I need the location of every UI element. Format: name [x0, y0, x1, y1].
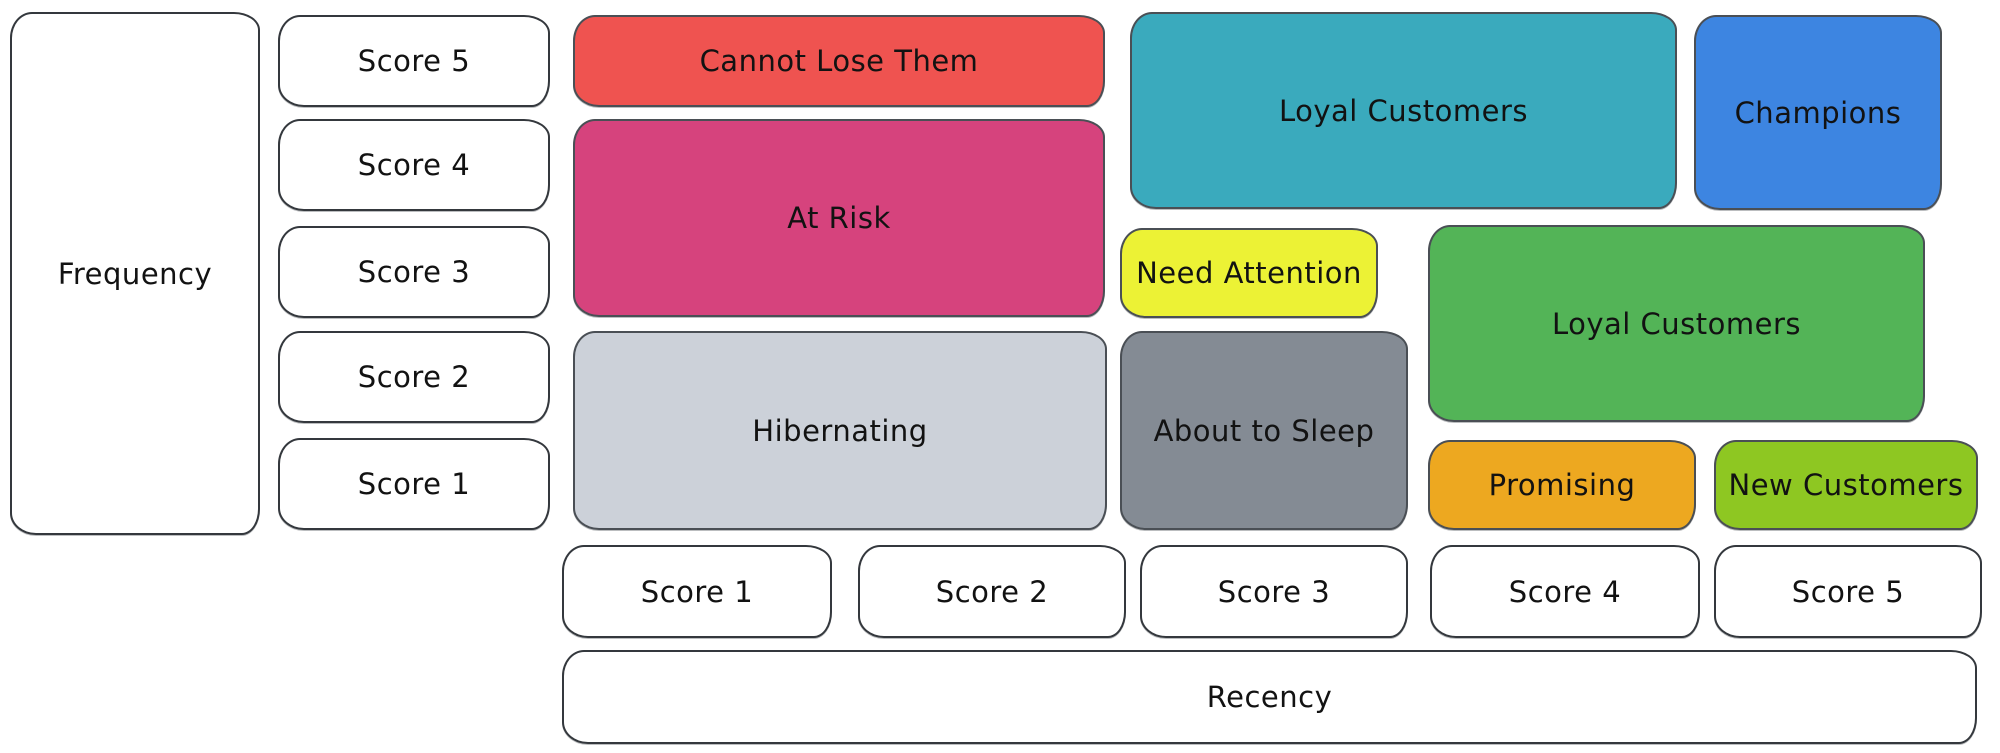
segment-cannot-lose-them-label: Cannot Lose Them	[699, 44, 979, 78]
segment-loyal-customers-top-label: Loyal Customers	[1278, 93, 1529, 128]
recency-score-1-text: Score 1	[640, 574, 754, 609]
segment-loyal-customers-mid: Loyal Customers	[1428, 225, 1925, 422]
recency-score-5-text: Score 5	[1791, 574, 1905, 609]
segment-at-risk-label: At Risk	[787, 201, 891, 235]
segment-need-attention-label: Need Attention	[1136, 256, 1362, 290]
frequency-score-2-text: Score 2	[357, 360, 471, 394]
recency-score-5: Score 5	[1714, 545, 1982, 638]
frequency-score-2: Score 2	[278, 331, 550, 423]
frequency-score-4: Score 4	[278, 119, 550, 211]
segment-new-customers: New Customers	[1714, 440, 1978, 530]
segment-at-risk: At Risk	[573, 119, 1105, 317]
frequency-score-1: Score 1	[278, 438, 550, 530]
segment-need-attention: Need Attention	[1120, 228, 1378, 318]
segment-hibernating: Hibernating	[573, 331, 1107, 530]
segment-promising-label: Promising	[1488, 468, 1636, 502]
frequency-score-4-text: Score 4	[357, 148, 471, 182]
segment-new-customers-label: New Customers	[1728, 468, 1964, 502]
segment-cannot-lose-them: Cannot Lose Them	[573, 15, 1105, 107]
recency-score-2-text: Score 2	[935, 574, 1049, 609]
segment-about-to-sleep-label: About to Sleep	[1153, 413, 1375, 448]
recency-score-3-text: Score 3	[1217, 574, 1331, 609]
recency-axis-text: Recency	[1206, 680, 1333, 714]
frequency-score-3: Score 3	[278, 226, 550, 318]
recency-score-1: Score 1	[562, 545, 832, 638]
segment-hibernating-label: Hibernating	[752, 413, 928, 448]
frequency-score-3-text: Score 3	[357, 255, 471, 289]
frequency-score-1-text: Score 1	[357, 467, 471, 501]
recency-score-2: Score 2	[858, 545, 1126, 638]
segment-loyal-customers-top: Loyal Customers	[1130, 12, 1677, 209]
recency-score-3: Score 3	[1140, 545, 1408, 638]
segment-loyal-customers-mid-label: Loyal Customers	[1551, 306, 1802, 341]
frequency-axis-label: Frequency	[10, 12, 260, 535]
segment-promising: Promising	[1428, 440, 1696, 530]
frequency-axis-text: Frequency	[57, 256, 213, 291]
frequency-score-5: Score 5	[278, 15, 550, 107]
segment-champions: Champions	[1694, 15, 1942, 210]
recency-axis-label: Recency	[562, 650, 1977, 744]
frequency-score-5-text: Score 5	[357, 44, 471, 78]
recency-score-4-text: Score 4	[1508, 574, 1622, 609]
segment-champions-label: Champions	[1734, 95, 1902, 130]
recency-score-4: Score 4	[1430, 545, 1700, 638]
segment-about-to-sleep: About to Sleep	[1120, 331, 1408, 530]
